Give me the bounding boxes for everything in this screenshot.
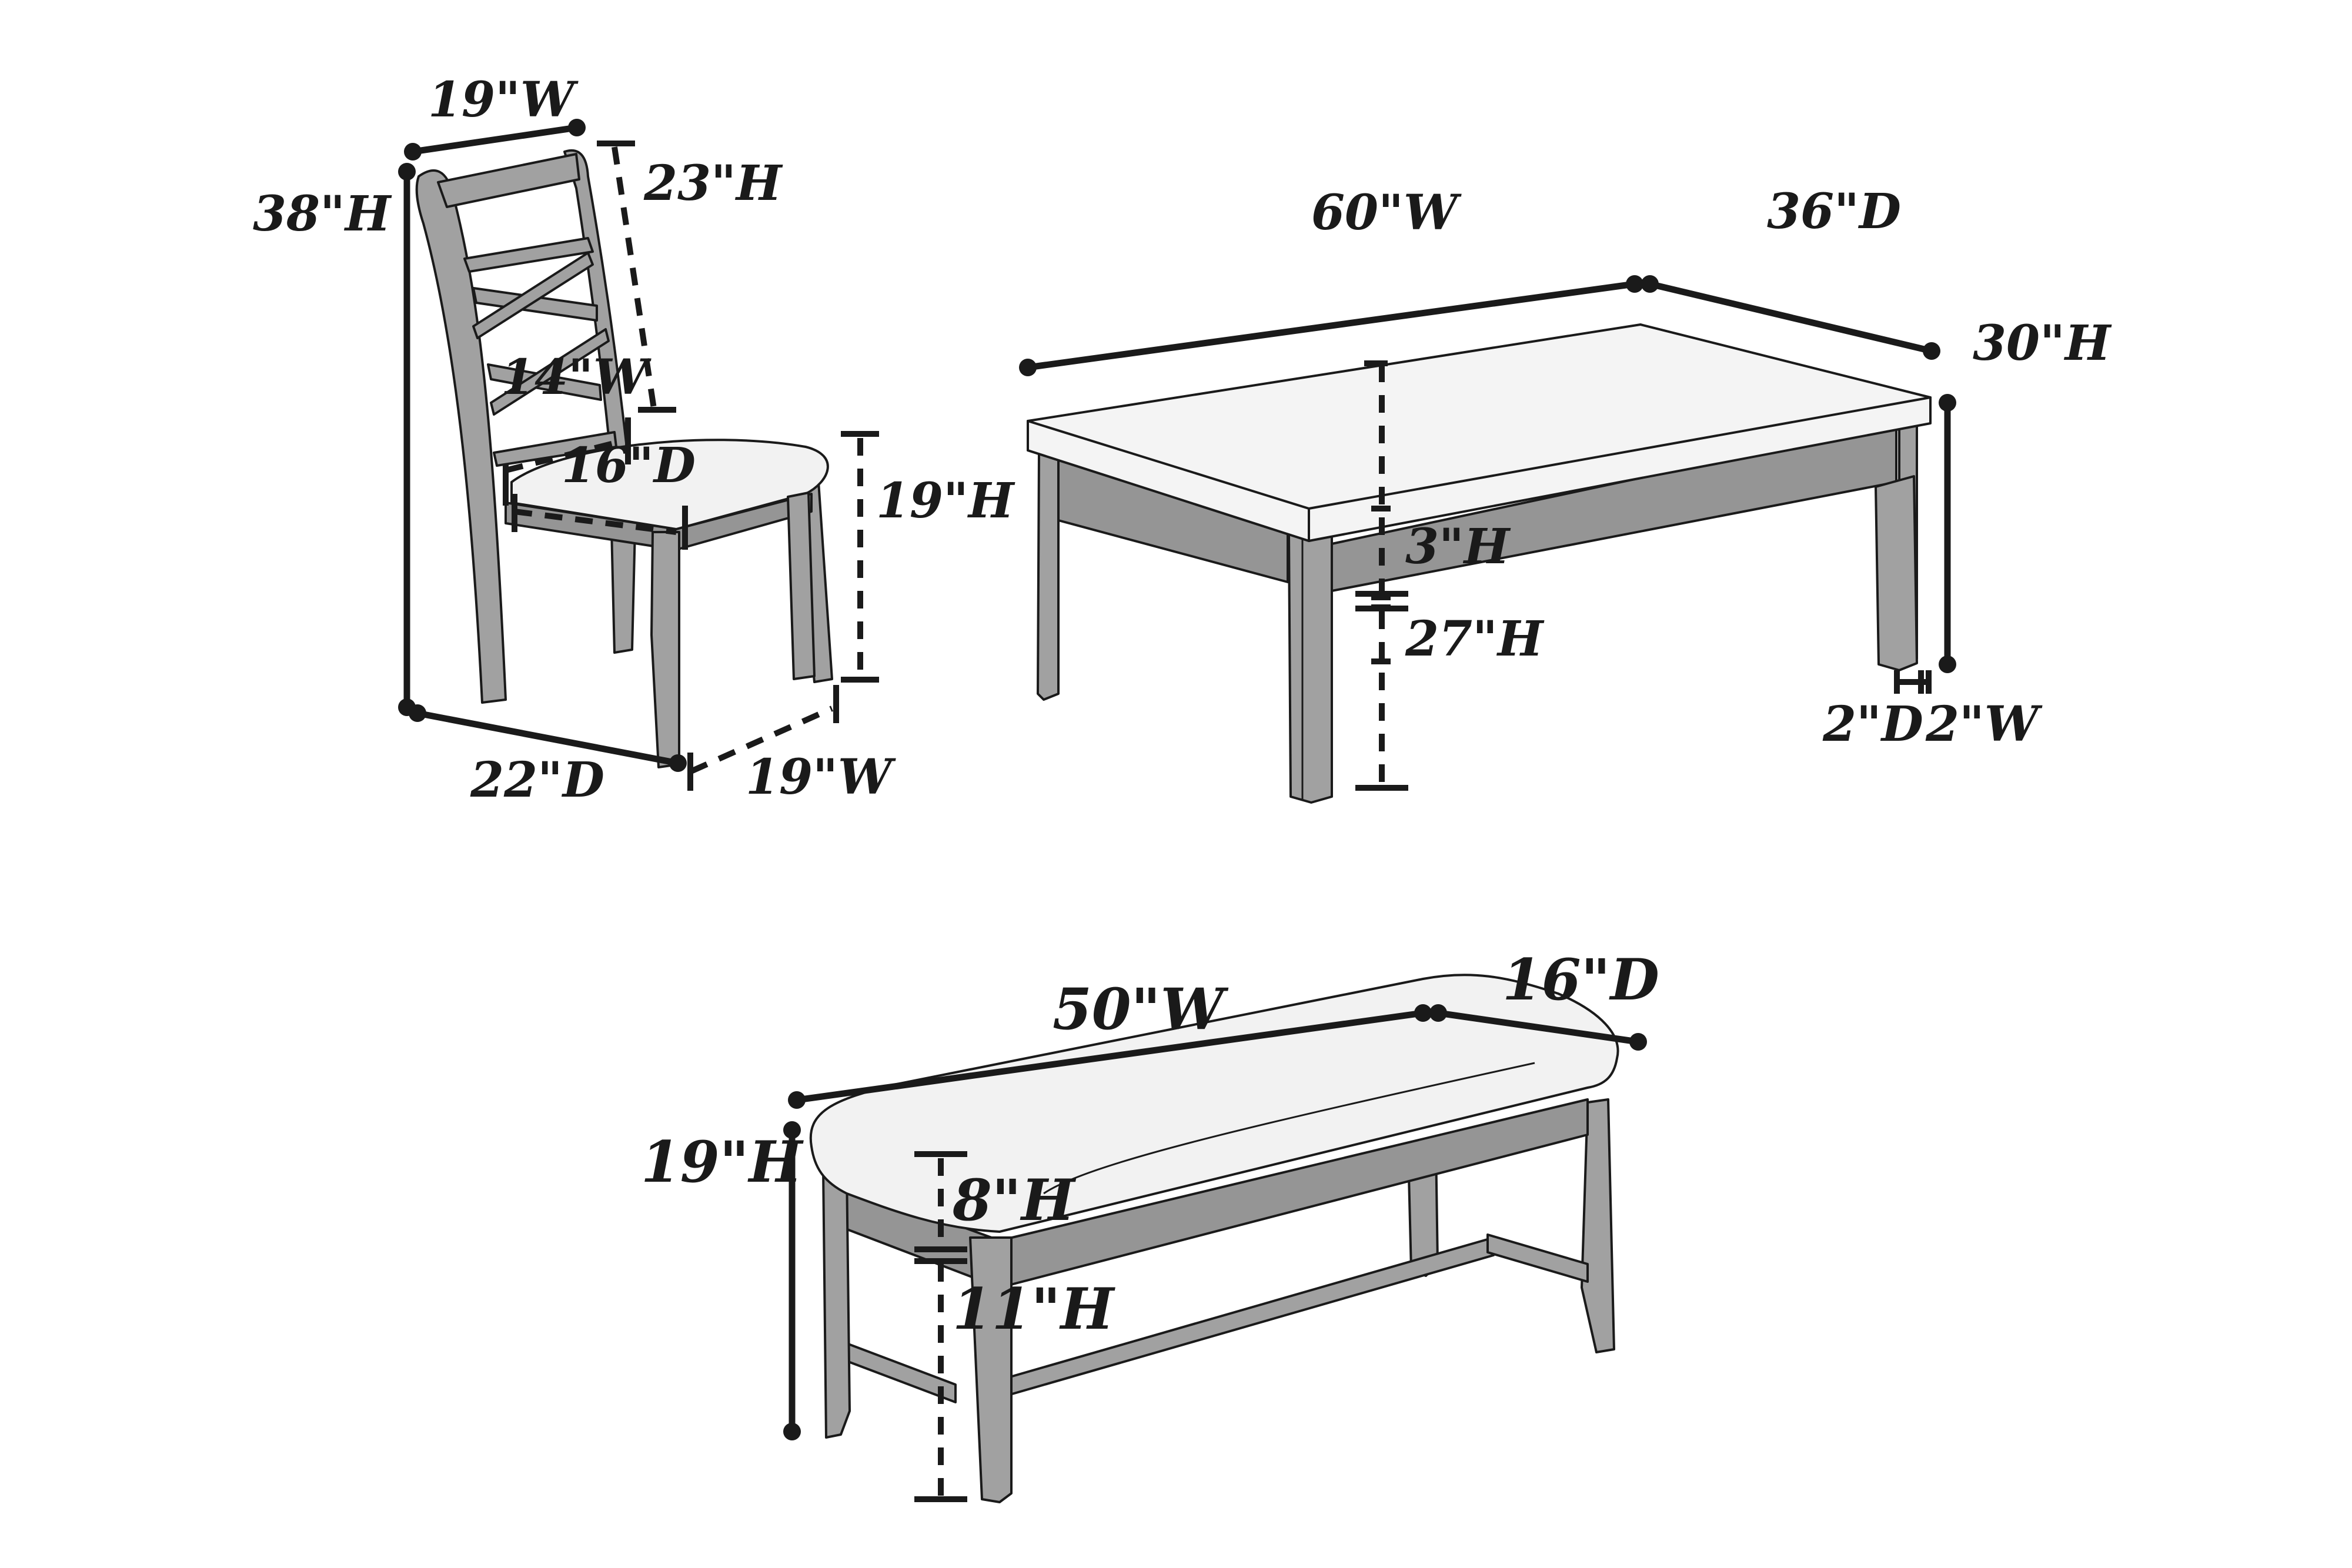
chair-back-height-label: 23"H <box>643 155 783 212</box>
table-leg-depth-label: 2"D <box>1822 696 1923 753</box>
table-height-label: 30"H <box>1973 315 2112 372</box>
table-depth-label: 36"D <box>1767 183 1901 240</box>
bench-leg-clearance-label: 11"H <box>953 1276 1116 1342</box>
bench-dimensions: 50"W 16"D 19"H 8"H 11"H <box>641 947 1659 1502</box>
chair-dimensions: 19"W 38"H 23"H 14"W 16"D 19"H 22"D 19"W <box>253 72 1015 808</box>
bench-width-label: 50"W <box>1053 976 1229 1042</box>
table-apron-height-label: 3"H <box>1405 519 1511 575</box>
bench-apron-height-label: 8"H <box>952 1167 1077 1233</box>
chair-seat-depth-label: 16"D <box>562 437 696 494</box>
table-drawing <box>1027 323 1932 804</box>
table-width-label: 60"W <box>1311 185 1462 241</box>
bench-drawing <box>809 974 1619 1503</box>
chair-seat-width-label: 14"W <box>501 349 652 406</box>
bench-depth-label: 16"D <box>1502 947 1659 1013</box>
chair-total-height-label: 38"H <box>253 186 392 242</box>
chair-seat-height-label: 19"H <box>876 473 1015 529</box>
bench-height-label: 19"H <box>641 1129 804 1195</box>
chair-back-width-label: 19"W <box>428 72 579 128</box>
table-leg-clearance-label: 27"H <box>1405 611 1545 667</box>
table-dimensions: 60"W 36"D 30"H 3"H 27"H 2"D 2"W <box>1019 183 2112 791</box>
table-leg-width-label: 2"W <box>1925 696 2043 753</box>
chair-width-label: 19"W <box>746 749 896 805</box>
chair-depth-label: 22"D <box>470 752 604 808</box>
